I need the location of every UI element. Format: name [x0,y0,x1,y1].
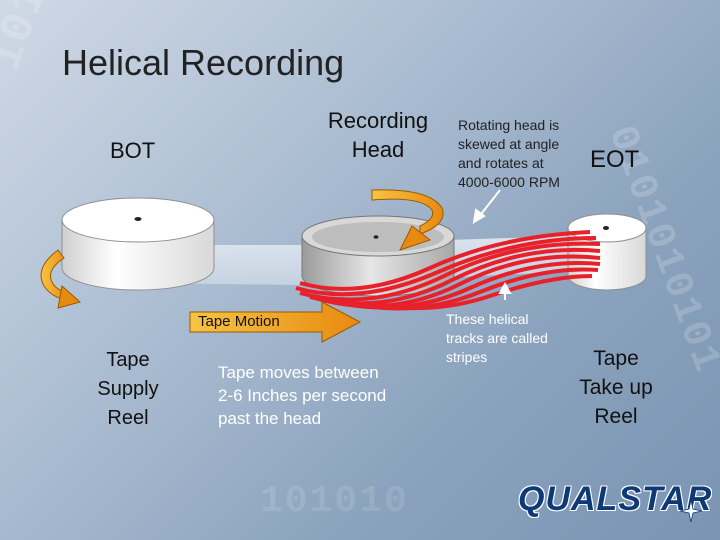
tape-motion-label: Tape Motion [198,313,280,330]
rotating-head-note-line: Rotating head is [458,117,560,133]
takeup-reel-label-line: Reel [594,405,638,428]
supply-reel-label-line: Supply [97,378,159,400]
takeup-reel [567,213,647,291]
supply-reel-label-line: Tape [106,349,150,371]
recording-head-label: Recording Head [318,106,438,164]
takeup-reel-label: Tape Take up Reel [568,344,664,431]
recording-head-label-line: Recording [327,108,429,133]
helical-tracks-note-line: tracks are called [446,330,548,346]
rotating-head-note-line: and rotates at [458,155,544,171]
qualstar-logo: QUALSTAR [518,480,713,518]
recording-head-label-line: Head [351,137,405,162]
pointer-arrows [472,189,512,300]
tape-speed-note: Tape moves between 2-6 Inches per second… [218,361,428,430]
takeup-reel-label-line: Tape [593,347,639,370]
tape-speed-note-line: past the head [218,409,322,428]
sparkle-icon [680,500,702,522]
supply-rotation-arrow [40,249,82,309]
helical-tracks-note-line: These helical [446,311,529,327]
eot-label: EOT [590,146,640,173]
rotating-head-note-line: 4000-6000 RPM [458,174,560,190]
tape-speed-note-line: 2-6 Inches per second [218,386,387,405]
background-binary-digits: 101010 [260,480,409,523]
helical-tracks-note: These helical tracks are called stripes [446,310,571,367]
rotating-head-note: Rotating head is skewed at angle and rot… [458,116,588,192]
rotation-arrow [371,189,444,251]
tape-motion-arrow [189,301,362,343]
helical-tracks-note-line: stripes [446,349,488,365]
supply-reel-label: Tape Supply Reel [84,346,172,433]
rotating-head-note-line: skewed at angle [458,136,560,152]
bot-label: BOT [110,138,156,163]
helical-stripes [295,230,601,311]
supply-reel [61,197,215,291]
supply-reel-label-line: Reel [107,407,149,429]
takeup-reel-label-line: Take up [579,376,653,399]
tape-speed-note-line: Tape moves between [218,363,379,382]
slide-title: Helical Recording [62,42,345,83]
